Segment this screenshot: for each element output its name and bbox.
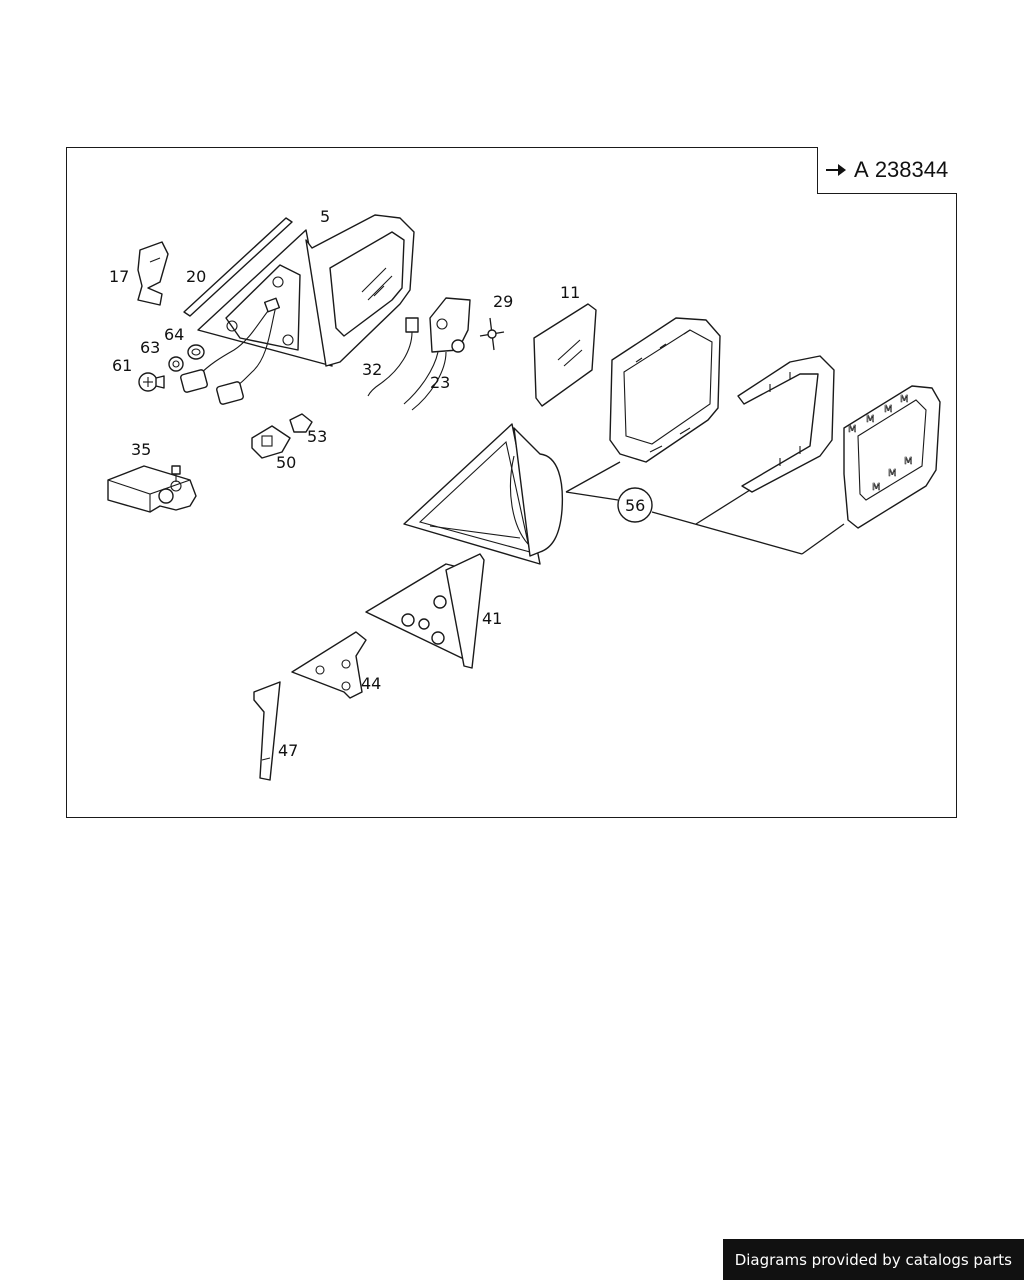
callout-56: 56 (625, 496, 645, 515)
svg-text:M: M (848, 424, 857, 435)
part-5-mirror-housing[interactable] (197, 214, 415, 367)
callout-11: 11 (560, 283, 580, 302)
svg-text:M: M (884, 404, 893, 415)
callout-5: 5 (320, 207, 330, 226)
svg-text:M: M (872, 482, 881, 493)
svg-text:M: M (904, 456, 913, 467)
part-47-trim-strip[interactable] (253, 681, 281, 781)
reference-prefix: A (854, 157, 869, 182)
callout-29: 29 (493, 292, 513, 311)
svg-text:M: M (900, 394, 909, 405)
reference-number: 238344 (874, 157, 949, 182)
callout-50: 50 (276, 453, 296, 472)
callout-35: 35 (131, 440, 151, 459)
svg-text:M: M (888, 468, 897, 479)
part-11-mirror-glass[interactable] (533, 303, 597, 407)
part-63-clip[interactable] (168, 356, 184, 372)
part-41-base-plate[interactable] (365, 553, 485, 669)
callout-56-circle (617, 487, 653, 523)
part-64-washer[interactable] (187, 344, 205, 360)
mirror-assembly[interactable] (403, 423, 564, 565)
callout-63: 63 (140, 338, 160, 357)
footer-credit: Diagrams provided by catalogs parts (722, 1239, 1024, 1280)
callout-53: 53 (307, 427, 327, 446)
callout-23: 23 (430, 373, 450, 392)
group-56-leaders (565, 461, 845, 555)
glass-carrier[interactable] (609, 317, 721, 463)
callout-61: 61 (112, 356, 132, 375)
part-29-cross-pin[interactable] (479, 317, 505, 351)
part-17-bracket[interactable] (137, 241, 169, 306)
part-32-cable[interactable] (367, 317, 419, 397)
callout-47: 47 (278, 741, 298, 760)
callout-64: 64 (164, 325, 184, 344)
part-5-cable-harness[interactable] (180, 297, 281, 405)
trim-frame[interactable] (737, 355, 835, 493)
part-20-seal-strip[interactable] (183, 217, 293, 317)
part-23-adjuster[interactable] (403, 297, 471, 411)
arrow-right-icon (826, 164, 846, 176)
svg-text:M: M (866, 414, 875, 425)
callout-44: 44 (361, 674, 381, 693)
diagram-frame (66, 147, 957, 818)
reference-box: A 238344 (817, 147, 957, 194)
callout-20: 20 (186, 267, 206, 286)
footer-text: Diagrams provided by catalogs parts (734, 1250, 1012, 1269)
part-61-screw[interactable] (138, 372, 165, 392)
part-44-gasket[interactable] (291, 631, 367, 699)
callout-17: 17 (109, 267, 129, 286)
outer-cover[interactable]: M M M M M M M (843, 385, 941, 529)
callout-41: 41 (482, 609, 502, 628)
part-53-plug[interactable] (289, 413, 313, 433)
part-35-motor[interactable] (107, 465, 197, 513)
callout-32: 32 (362, 360, 382, 379)
part-50-plug[interactable] (251, 425, 291, 459)
